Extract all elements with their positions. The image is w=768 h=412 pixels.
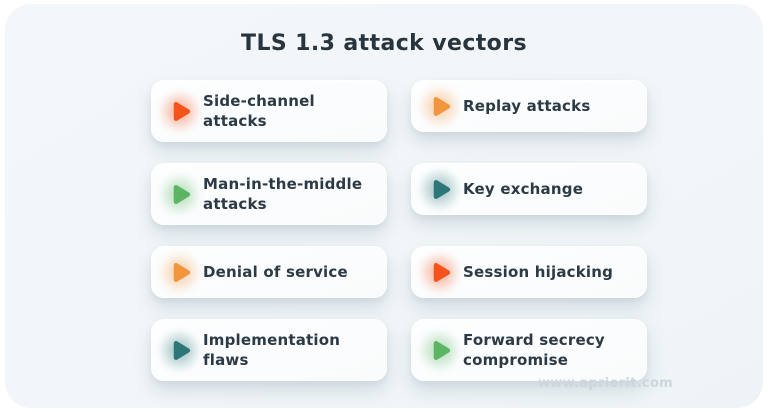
play-triangle-icon [416, 248, 463, 296]
attack-card: Forward secrecy compromise [411, 319, 647, 381]
attack-card-label: Replay attacks [463, 97, 591, 115]
play-triangle-icon [156, 248, 203, 296]
attack-card-label: Session hijacking [463, 263, 614, 281]
attack-card-label: Implementation flaws [203, 331, 341, 369]
attack-card-label: Man-in-the-middle attacks [203, 175, 363, 213]
play-triangle-icon [156, 87, 203, 135]
attack-card-label: Forward secrecy compromise [463, 331, 605, 369]
attack-card: Session hijacking [411, 246, 647, 298]
page-title: TLS 1.3 attack vectors [241, 31, 527, 56]
play-triangle-icon [416, 165, 463, 213]
attack-card-label: Key exchange [463, 180, 584, 198]
watermark: www.apriorit.com [538, 376, 674, 391]
attack-card: Implementation flaws [151, 319, 387, 381]
attack-card: Replay attacks [411, 80, 647, 132]
attack-card-label: Side-channel attacks [203, 92, 315, 130]
play-triangle-icon [416, 82, 463, 130]
attack-card: Side-channel attacks [151, 80, 387, 142]
attack-card: Key exchange [411, 163, 647, 215]
play-triangle-icon [156, 170, 203, 218]
attack-vectors-grid: Side-channel attacks Replay attacks Man-… [151, 80, 647, 381]
play-triangle-icon [156, 326, 203, 374]
attack-card: Man-in-the-middle attacks [151, 163, 387, 225]
attack-card: Denial of service [151, 246, 387, 298]
attack-card-label: Denial of service [203, 263, 348, 281]
play-triangle-icon [416, 326, 463, 374]
